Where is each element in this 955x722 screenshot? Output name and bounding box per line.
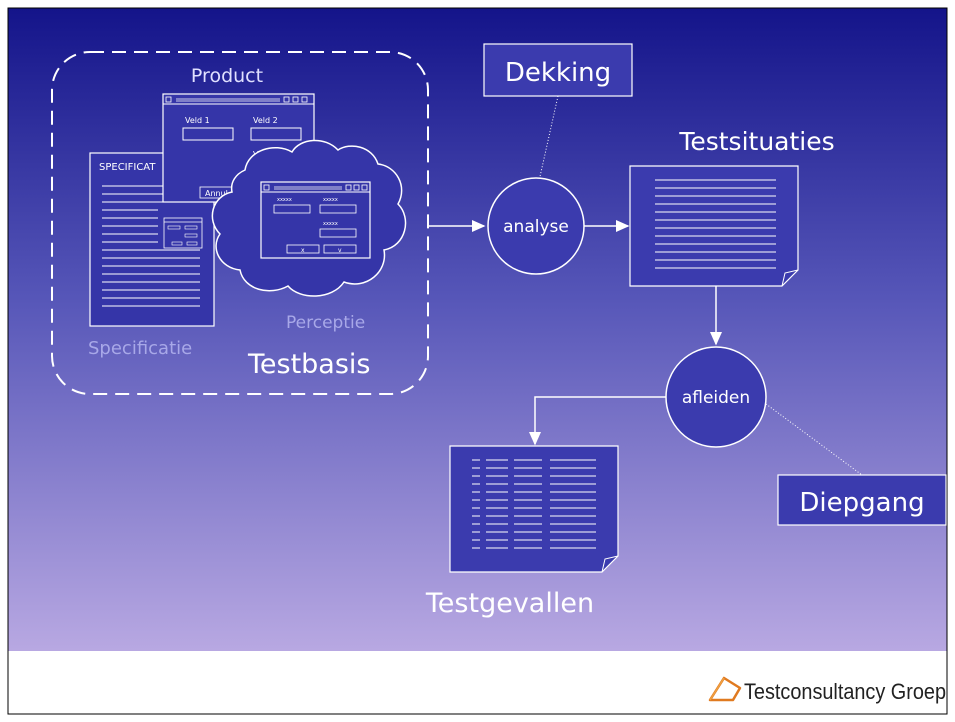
testgevallen-document	[449, 445, 619, 573]
testsituaties-document	[629, 165, 799, 287]
testsituaties-label: Testsituaties	[678, 127, 834, 156]
arrow-to-testgevallen	[529, 396, 666, 446]
diepgang-label: Diepgang	[799, 488, 924, 518]
minimize-icon	[283, 96, 290, 103]
dekking-label: Dekking	[505, 58, 611, 88]
perceptie-label: Perceptie	[286, 313, 365, 333]
dekking-connector	[536, 95, 559, 191]
perceptie-field-3: xxxxx	[323, 221, 338, 227]
close-icon	[301, 96, 308, 103]
form-field-2-label: Veld 2	[253, 116, 278, 125]
testgevallen-label: Testgevallen	[425, 588, 594, 619]
diepgang-box: Diepgang	[777, 474, 947, 526]
testbasis-title: Testbasis	[247, 349, 371, 380]
perceptie-btn-1: x	[301, 247, 305, 254]
slide-frame	[7, 7, 948, 715]
afleiden-node: afleiden	[665, 346, 767, 448]
window-menu-icon	[165, 96, 172, 103]
perceptie-field-1: xxxxx	[277, 197, 292, 203]
afleiden-label: afleiden	[682, 388, 750, 408]
maximize-icon	[292, 96, 299, 103]
company-logo: Testconsultancy Groep	[708, 676, 946, 704]
analyse-label: analyse	[503, 217, 569, 237]
dekking-box: Dekking	[483, 43, 633, 97]
triangle-logo-icon	[708, 676, 742, 702]
spec-doc-header: SPECIFICAT	[99, 162, 156, 173]
testbasis-group	[51, 51, 429, 395]
perceptie-btn-2: v	[338, 247, 342, 254]
company-name: Testconsultancy Groep	[744, 679, 946, 704]
form-cancel-button: Annul	[205, 189, 228, 198]
perceptie-cloud: xxxxx xxxxx xxxxx x v	[211, 139, 407, 297]
perceptie-field-2: xxxxx	[323, 197, 338, 203]
analyse-node: analyse	[487, 177, 585, 275]
specificatie-label: Specificatie	[88, 338, 192, 359]
diepgang-connector	[765, 403, 863, 476]
form-field-1-label: Veld 1	[185, 116, 210, 125]
product-label: Product	[191, 65, 263, 87]
